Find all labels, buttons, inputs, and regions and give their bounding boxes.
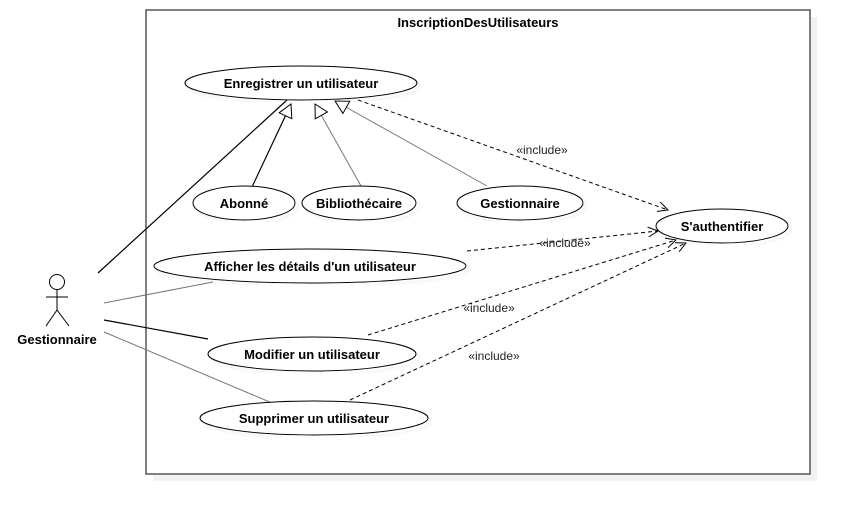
use-case-abonne[interactable]: Abonné <box>192 185 296 221</box>
use-case-authentifier-ellipse <box>655 208 789 244</box>
use-case-supprimer[interactable]: Supprimer un utilisateur <box>199 400 429 436</box>
actor-left-leg <box>45 309 58 327</box>
include-enregistrer <box>357 99 668 210</box>
use-case-afficher-ellipse <box>153 248 467 284</box>
use-case-gestionnaire-ellipse <box>456 185 584 221</box>
actor-head <box>49 274 65 290</box>
generalization-bibliothecaire <box>314 103 362 187</box>
use-case-enregistrer[interactable]: Enregistrer un utilisateur <box>184 65 418 101</box>
use-case-modifier[interactable]: Modifier un utilisateur <box>207 336 417 372</box>
actor-name: Gestionnaire <box>17 332 96 347</box>
use-case-modifier-label: Modifier un utilisateur <box>244 347 380 362</box>
use-case-gestionnaire-label: Gestionnaire <box>480 196 559 211</box>
generalization-gestionnaire <box>334 100 488 187</box>
use-case-enregistrer-label: Enregistrer un utilisateur <box>224 76 379 91</box>
use-case-abonne-label: Abonné <box>220 196 268 211</box>
use-case-bibliothecaire[interactable]: Bibliothécaire <box>301 185 417 221</box>
include-label-supprimer: «include» <box>468 349 520 363</box>
use-case-bibliothecaire-label: Bibliothécaire <box>316 196 402 211</box>
include-relations: «include» «include» «include» «include» <box>349 99 686 401</box>
generalization-abonne <box>251 103 293 188</box>
use-case-supprimer-ellipse <box>199 400 429 436</box>
actor-gestionnaire[interactable]: Gestionnaire <box>17 274 97 348</box>
include-label-modifier: «include» <box>463 301 515 315</box>
association-enregistrer <box>97 99 288 274</box>
generalizations <box>251 100 488 188</box>
include-supprimer <box>349 243 686 401</box>
use-case-bibliothecaire-ellipse <box>301 185 417 221</box>
association-supprimer <box>103 331 273 404</box>
actor-right-leg <box>56 309 70 327</box>
include-label-enregistrer: «include» <box>516 143 568 157</box>
use-case-enregistrer-ellipse <box>184 65 418 101</box>
associations <box>97 99 288 404</box>
include-label-afficher: «include» <box>539 236 591 250</box>
association-modifier <box>103 319 209 340</box>
association-afficher <box>103 281 214 304</box>
use-case-authentifier[interactable]: S'authentifier <box>655 208 789 244</box>
use-case-supprimer-label: Supprimer un utilisateur <box>239 411 389 426</box>
use-case-modifier-ellipse <box>207 336 417 372</box>
use-case-abonne-ellipse <box>192 185 296 221</box>
use-case-gestionnaire[interactable]: Gestionnaire <box>456 185 584 221</box>
use-case-afficher[interactable]: Afficher les détails d'un utilisateur <box>153 248 467 284</box>
include-modifier <box>367 240 676 336</box>
use-case-authentifier-label: S'authentifier <box>681 219 764 234</box>
use-case-afficher-label: Afficher les détails d'un utilisateur <box>204 259 416 274</box>
system-title: InscriptionDesUtilisateurs <box>397 15 558 30</box>
